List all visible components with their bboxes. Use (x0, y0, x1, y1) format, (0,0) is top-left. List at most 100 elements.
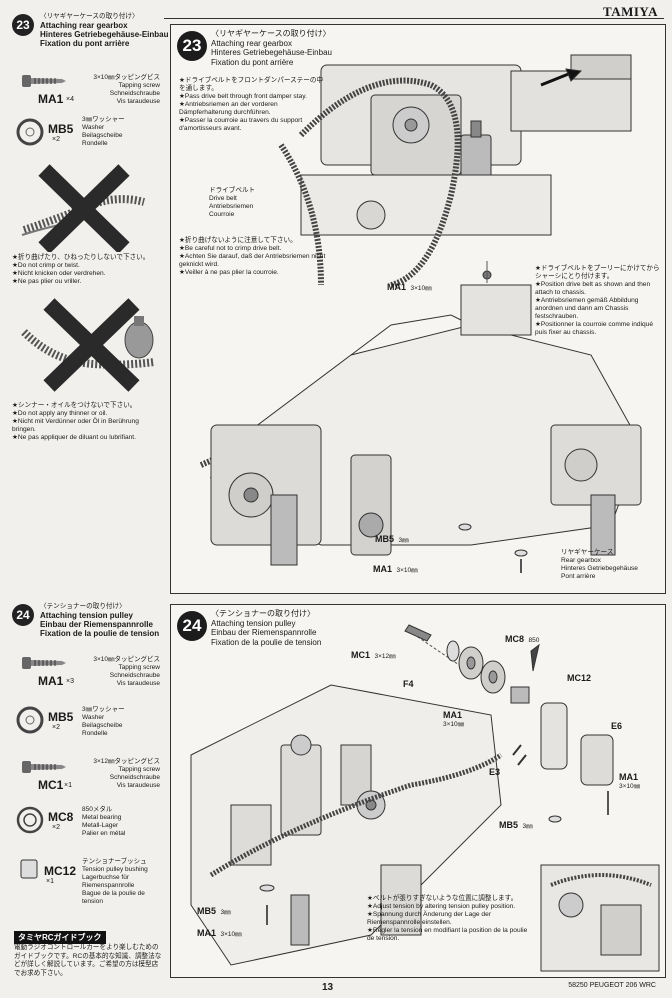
note-crimp-fr: ★Ne pas plier ou vriller. (12, 278, 82, 285)
panel-23-label-ma1: MA1 3×10㎜ (387, 277, 432, 295)
part-ma1-mult: ×4 (66, 96, 74, 103)
note-tension-jp: ★ベルトが張りすぎないような位置に調整します。 (367, 895, 518, 902)
part24-mb5-mult: ×2 (52, 724, 60, 731)
tapping-screw-icon (22, 657, 66, 669)
note-crimp-jp: ★折り曲げたり、ひねったりしないで下さい。 (12, 254, 150, 261)
part24-mc8-en: Metal bearing (82, 814, 122, 821)
panel-23-label-ma1-bottom: MA1 3×10㎜ (373, 559, 418, 577)
panel-23-note-crimp: ★折り曲げないように注意して下さい。 ★Be careful not to cr… (179, 237, 329, 277)
metal-bearing-icon (16, 806, 44, 834)
panel-24-title: 〈テンショナーの取り付け〉 Attaching tension pulley E… (211, 609, 361, 647)
part24-mc8-fr: Palier en métal (82, 830, 126, 837)
part-ma1-de: Schneidschraube (109, 90, 160, 97)
note-pulley-fr: ★Positionner la courroie comme indiqué p… (535, 321, 654, 336)
step-24-tensioner-illustration (190, 624, 660, 972)
part-mb5-en: Washer (82, 124, 105, 131)
panel-24-title-en: Attaching tension pulley (211, 618, 296, 628)
note-belt-fr: ★Passer la courroie au travers du suppor… (179, 117, 303, 132)
panel-23-gearbox-label: リヤギヤーケース Rear gearbox Hinteres Getriebeg… (561, 549, 661, 581)
belt-label-en: Drive belt (209, 195, 237, 202)
part-mb5-code: MB5 (48, 122, 74, 136)
part24-ma1-desc: 3×10㎜タッピングビス Tapping screw Schneidschrau… (82, 656, 160, 688)
part-ma1-fr: Vis taraudeuse (116, 98, 160, 105)
part24-mc12-jp: テンショナーブッシュ (82, 858, 147, 865)
panel-23-title-en: Attaching rear gearbox (211, 38, 292, 48)
label-ma1-bottom: MA1 (373, 564, 393, 574)
note-oil-jp: ★シンナー・オイルをつけないで下さい。 (12, 402, 137, 409)
label-ma1-size: 3×10㎜ (410, 285, 432, 292)
label-ma1-right-size: 3×10㎜ (619, 783, 641, 790)
panel-24-label-ma1-right: MA1 3×10㎜ (619, 773, 640, 791)
label-mb5: MB5 (375, 534, 395, 544)
part24-mc8-de: Metall-Lager (82, 822, 119, 829)
part24-mb5-de: Beilagscheibe (82, 722, 123, 729)
label-ma1-top-size: 3×10㎜ (443, 721, 465, 728)
tapping-screw-icon (22, 761, 66, 773)
step-24-title-jp: 〈テンショナーの取り付け〉 (40, 603, 126, 610)
part24-mb5-jp: 3㎜ワッシャー (82, 706, 125, 713)
label-mb5-bottom: MB5 (197, 906, 217, 916)
washer-icon (16, 118, 44, 146)
step-23-panel: 23 〈リヤギヤーケースの取り付け〉 Attaching rear gearbo… (170, 24, 666, 594)
part24-mc1-jp: 3×12㎜タッピングビス (93, 758, 160, 765)
note-crimp2-jp: ★折り曲げないように注意して下さい。 (179, 237, 297, 244)
label-mc1-size: 3×12㎜ (374, 653, 396, 660)
note-belt-jp: ★ドライブベルトをフロントダンパーステーの中を通します。 (179, 77, 324, 92)
panel-24-label-mc1: MC1 3×12㎜ (351, 645, 396, 663)
step-23-chassis-illustration (199, 54, 642, 573)
step-23-title-de: Hinteres Getriebegehäuse-Einbau (40, 30, 169, 39)
part-mb5-fr: Rondelle (82, 140, 108, 147)
part24-mc1-desc: 3×12㎜タッピングビス Tapping screw Schneidschrau… (82, 758, 160, 790)
panel-23-note-pulley: ★ドライブベルトをプーリーにかけてからシャーシにとり付けます。 ★Positio… (535, 265, 661, 337)
part24-mc12-mult: ×1 (46, 878, 54, 885)
label-mb5-top: MB5 (499, 820, 519, 830)
note-oil-en: ★Do not apply any thinner or oil. (12, 410, 108, 417)
step-23-badge: 23 (12, 14, 34, 36)
label-mc1: MC1 (351, 650, 371, 660)
oil-thinner-warning-icon (21, 298, 155, 392)
part24-mc8-code: MC8 (48, 810, 74, 824)
panel-24-step-badge: 24 (177, 611, 207, 641)
pulley-bushing-icon (20, 859, 38, 879)
step-24-panel: 24 〈テンショナーの取り付け〉 Attaching tension pulle… (170, 604, 666, 978)
part24-mc12-desc: テンショナーブッシュ Tension pulley bushing Lagerb… (82, 858, 162, 906)
part24-mc8-jp: 850メタル (82, 806, 113, 813)
part24-mc1-en: Tapping screw (118, 766, 160, 773)
gearbox-label-de: Hinteres Getriebegehäuse (561, 565, 638, 572)
panel-23-title-jp: 〈リヤギヤーケースの取り付け〉 (211, 29, 331, 38)
part24-mb5-desc: 3㎜ワッシャー Washer Beilagscheibe Rondelle (82, 706, 140, 738)
label-mc8-num: 850 (528, 637, 540, 644)
panel-23-title-de: Hinteres Getriebegehäuse-Einbau (211, 48, 332, 57)
note-tension-de: ★Spannung durch Änderung der Lage der Ri… (367, 911, 491, 926)
panel-23-step-badge: 23 (177, 31, 207, 61)
label-f4: F4 (403, 679, 414, 689)
part24-ma1-en: Tapping screw (118, 664, 160, 671)
panel-24-label-ma1-bottom: MA1 3×10㎜ (197, 923, 242, 941)
part24-ma1-jp: 3×10㎜タッピングビス (93, 656, 160, 663)
note-oil-de: ★Nicht mit Verdünner oder Öl in Berührun… (12, 418, 139, 433)
part24-mc12-en: Tension pulley bushing (82, 866, 148, 873)
step-23-note-crimp: ★折り曲げたり、ひねったりしないで下さい。 ★Do not crimp or t… (12, 254, 162, 286)
step-23-title-jp: 〈リヤギヤーケースの取り付け〉 (40, 13, 139, 20)
part-mb5-mult: ×2 (52, 136, 60, 143)
panel-24-label-mb5-bottom: MB5 3㎜ (197, 901, 231, 919)
part-ma1-code: MA1 (38, 92, 64, 106)
gearbox-label-fr: Pont arrière (561, 573, 596, 580)
step-23-title-en: Attaching rear gearbox (40, 21, 128, 30)
page-number: 13 (322, 982, 334, 993)
panel-23-label-mb5: MB5 3㎜ (375, 529, 409, 547)
part24-mc1-code: MC1 (38, 778, 64, 792)
part24-mc1-de: Schneidschraube (109, 774, 160, 781)
washer-icon (16, 706, 44, 734)
belt-label-de: Antriebsriemen (209, 203, 254, 210)
header-rule (164, 18, 664, 19)
step-24-title-fr: Fixation de la poulie de tension (40, 629, 160, 638)
label-mb5-size: 3㎜ (398, 537, 409, 544)
part-ma1-en: Tapping screw (118, 82, 160, 89)
panel-23-title: 〈リヤギヤーケースの取り付け〉 Attaching rear gearbox H… (211, 29, 361, 67)
panel-23-title-fr: Fixation du pont arrière (211, 57, 294, 67)
label-ma1-bottom24-size: 3×10㎜ (220, 931, 242, 938)
note-tension-fr: ★Régler la tension en modifiant la posit… (367, 927, 528, 942)
step-24-badge: 24 (12, 604, 34, 626)
part-ma1-desc: 3×10㎜タッピングビス Tapping screw Schneidschrau… (82, 74, 160, 106)
